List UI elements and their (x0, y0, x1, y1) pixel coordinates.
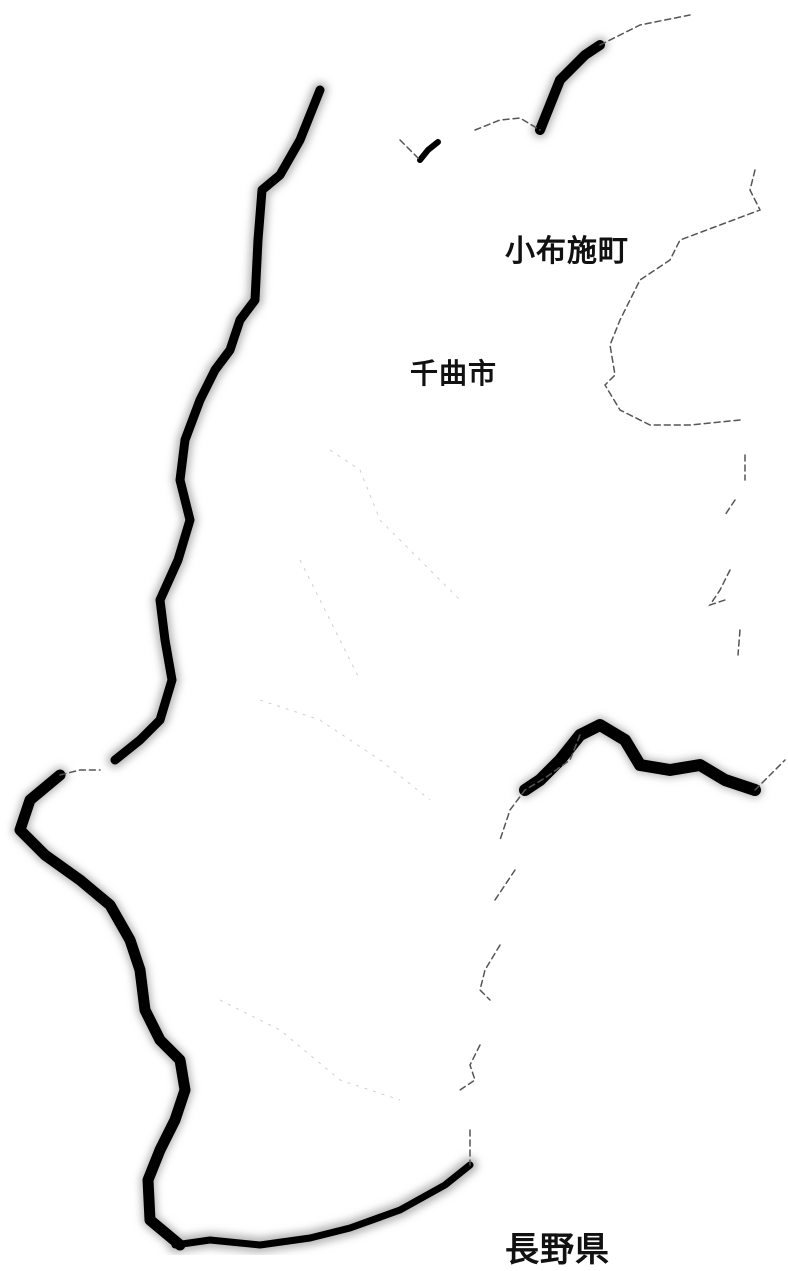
label-nagano-prefecture: 長野県 (505, 1230, 610, 1270)
river-chikuma-upper (110, 85, 325, 765)
river-chikuma-lower (14, 769, 191, 1251)
label-obuse-town: 小布施町 (505, 234, 629, 269)
river-lines (14, 40, 761, 1251)
river-north-small (417, 139, 441, 163)
internal-lines (219, 449, 461, 1101)
river-shadow (12, 37, 763, 1253)
river-north (535, 40, 605, 135)
boundary-lines (59, 14, 786, 1166)
river-south (171, 1161, 474, 1249)
river-east (519, 719, 761, 796)
label-chikuma-city: 千曲市 (410, 357, 498, 390)
